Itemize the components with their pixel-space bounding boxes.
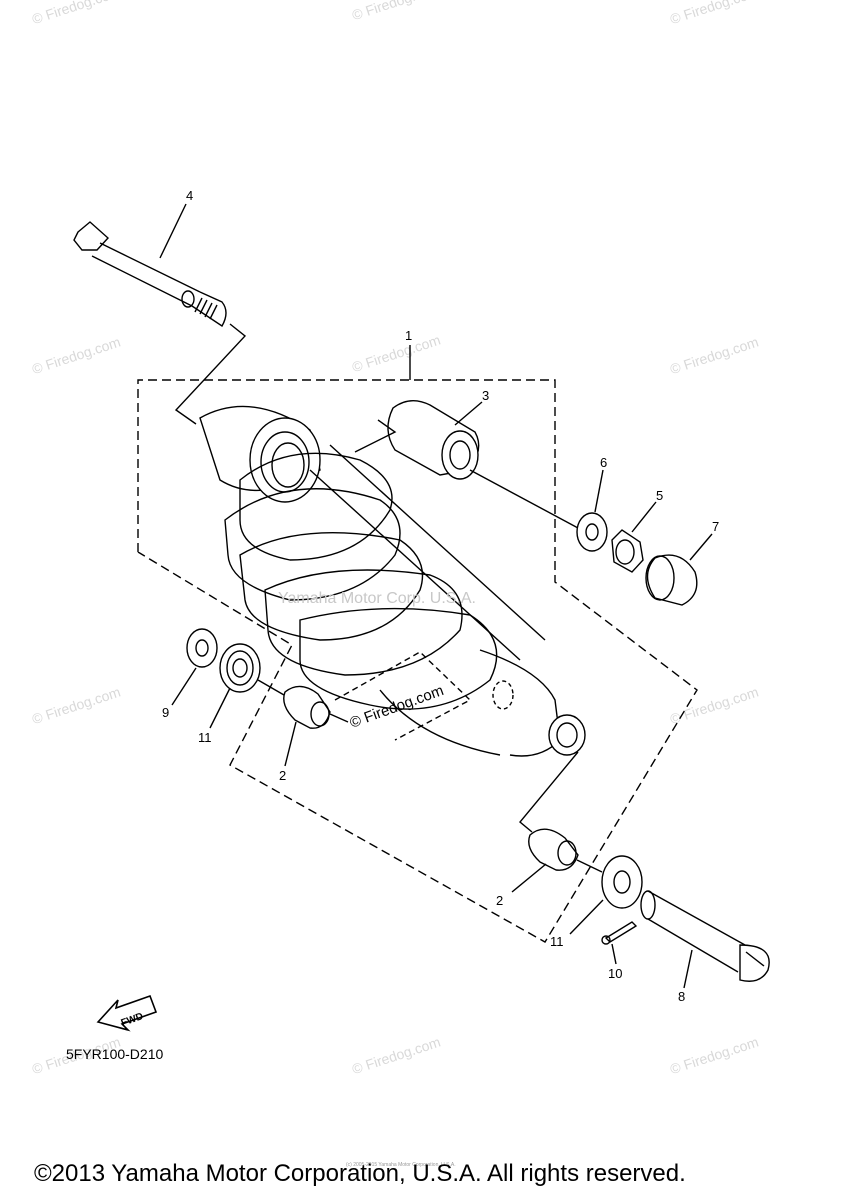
leader-6 <box>594 469 604 513</box>
route-collar <box>329 713 349 723</box>
overlay-watermark-yamaha: Yamaha Motor Corp. U.S.A. <box>278 590 476 607</box>
cotter-pin <box>601 921 638 945</box>
callout-8: 8 <box>678 989 685 1004</box>
bolt-lower <box>640 890 770 982</box>
collar-upper <box>283 685 331 729</box>
leader-11-left <box>209 687 231 729</box>
leader-2-upper <box>284 721 297 767</box>
bolt-route-lower <box>519 751 579 833</box>
cap <box>645 554 698 606</box>
washer-left-inner <box>219 643 261 693</box>
diagram-code: 5FYR100-D210 <box>66 1046 164 1062</box>
small-print: (c) 2005-2015 Yamaha Motor Corporation, … <box>346 1162 456 1168</box>
route-collar-lower <box>576 859 603 873</box>
callout-6: 6 <box>600 455 607 470</box>
shock-absorber <box>199 405 586 757</box>
bushing <box>387 400 480 480</box>
nut <box>611 529 644 573</box>
route-left <box>257 679 285 696</box>
leader-3 <box>454 401 483 426</box>
leader-2-lower <box>511 863 547 893</box>
callout-7: 7 <box>712 519 719 534</box>
callout-11-left: 11 <box>198 730 212 745</box>
callout-3: 3 <box>482 388 489 403</box>
callout-2-upper: 2 <box>279 768 286 783</box>
leader-10 <box>611 943 617 965</box>
leader-5 <box>631 501 657 533</box>
bolt-route-tube <box>354 419 397 453</box>
callout-4: 4 <box>186 188 193 203</box>
bolt-upper <box>73 221 227 327</box>
leader-8 <box>683 949 693 989</box>
callout-2-lower: 2 <box>496 893 503 908</box>
callout-1: 1 <box>405 328 412 343</box>
callout-11-lower: 11 <box>550 934 564 949</box>
copyright-notice: ©2013 Yamaha Motor Corporation, U.S.A. A… <box>34 1160 686 1187</box>
washer-left <box>186 628 218 668</box>
leader-7 <box>689 533 713 561</box>
washer-lower-right <box>601 855 643 909</box>
leader-11-lower <box>569 899 604 935</box>
leader-9 <box>171 667 197 706</box>
fwd-arrow <box>96 994 158 1032</box>
assembly-dashed-outline <box>137 379 698 943</box>
washer-upper <box>576 512 608 552</box>
callout-10: 10 <box>608 966 622 981</box>
bolt-route-upper <box>174 323 247 425</box>
callout-5: 5 <box>656 488 663 503</box>
collar-lower <box>528 828 579 871</box>
leader-4 <box>159 203 187 259</box>
callout-9: 9 <box>162 705 169 720</box>
bolt-route-right <box>469 469 579 529</box>
